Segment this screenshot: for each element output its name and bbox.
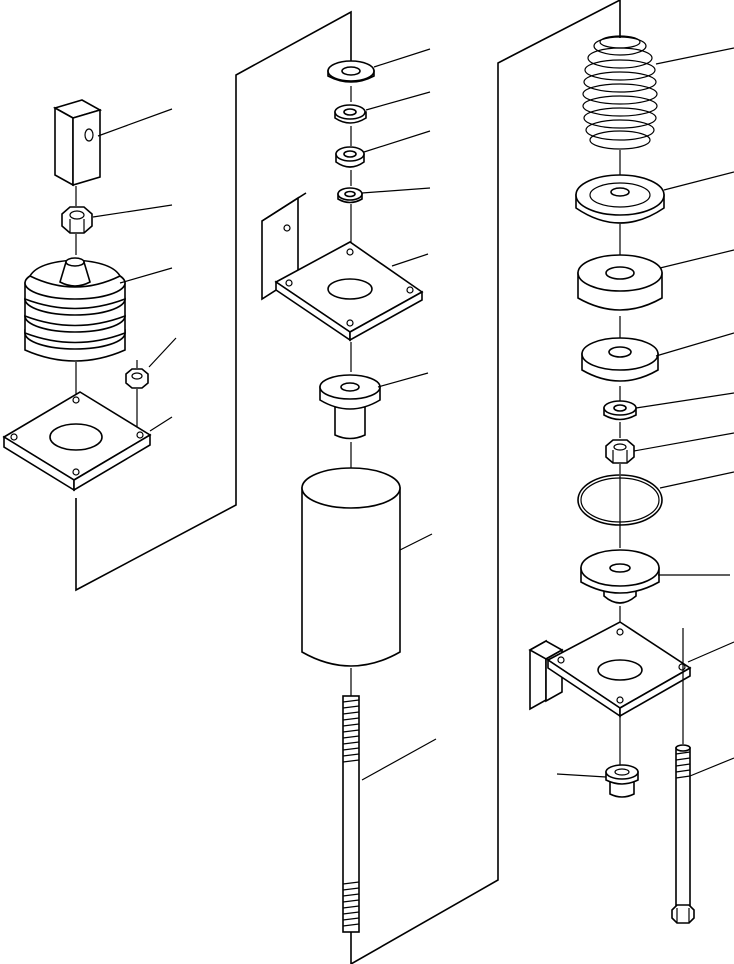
rubber-mount-upper	[577, 249, 734, 311]
small-washer-3	[603, 392, 734, 421]
rubber-mount-lower	[580, 549, 730, 604]
o-ring	[577, 471, 734, 526]
long-bolt	[671, 744, 734, 924]
hex-nut-2	[605, 432, 734, 464]
assembly-outline-lines	[75, 0, 621, 964]
small-washer	[334, 91, 431, 124]
cylinder-tube	[301, 467, 433, 667]
center-assembly	[261, 48, 437, 933]
angle-bracket-2	[528, 621, 734, 718]
right-assembly	[528, 35, 734, 924]
rubber-bellows-boot	[24, 257, 173, 362]
plug	[556, 764, 639, 798]
coil-spring	[582, 35, 734, 150]
angle-bracket	[261, 192, 429, 342]
hex-nut	[61, 204, 173, 234]
threaded-rod	[342, 695, 437, 933]
base-plate	[2, 391, 173, 492]
washer-plate	[581, 332, 734, 382]
square-block	[52, 99, 173, 187]
flat-washer	[327, 48, 431, 83]
small-washer-2	[337, 187, 431, 204]
left-assembly	[2, 99, 177, 492]
spacer-washer	[335, 130, 431, 168]
spring-seat	[575, 171, 734, 224]
bushing	[319, 372, 429, 440]
small-nut	[125, 337, 177, 428]
